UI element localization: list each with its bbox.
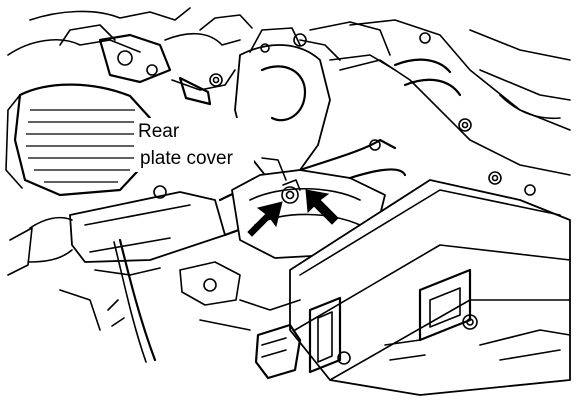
cable-harness — [107, 238, 157, 363]
upper-engine-block — [7, 7, 253, 106]
exhaust-pipe — [7, 174, 327, 276]
arrow-right-icon — [305, 189, 339, 225]
callout-leader-line — [261, 157, 287, 181]
callout-label-background — [134, 118, 254, 172]
callout-label-line1: Rear — [138, 121, 180, 142]
transmission-housing — [234, 21, 396, 176]
right-frame-bracket — [339, 19, 571, 196]
oil-pan — [5, 83, 152, 197]
rear-crossmember — [289, 179, 571, 396]
arrow-left-icon — [247, 201, 283, 237]
callout-label-line2: plate cover — [140, 148, 234, 169]
lower-bracket — [59, 261, 302, 380]
